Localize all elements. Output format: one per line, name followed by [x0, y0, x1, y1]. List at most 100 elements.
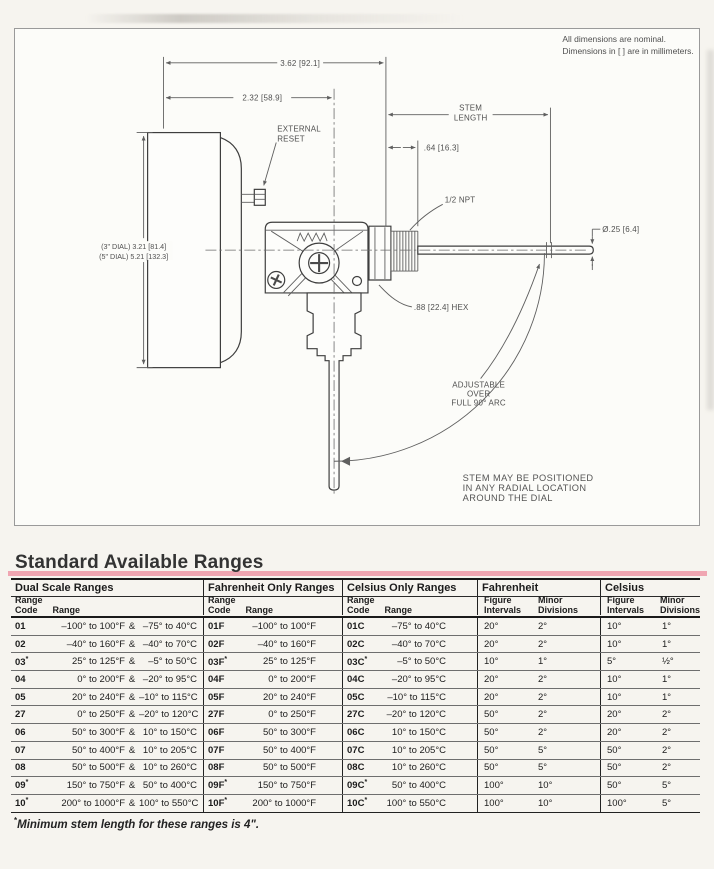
fahrenheit-intervals-cell: 20°2° — [477, 635, 600, 653]
fahrenheit-range: 200° to 1000°F — [252, 797, 316, 809]
technical-drawing: (3" DIAL) 3.21 [81.4] (5" DIAL) 5.21 [13… — [14, 28, 700, 526]
scan-smudge-top — [85, 14, 465, 23]
fahrenheit-range-code: 07F — [208, 744, 225, 756]
dual-range-celsius: –40° to 70°C — [142, 638, 197, 650]
footnote-asterisk: * — [14, 816, 18, 825]
stem-length-label-2: LENGTH — [454, 114, 488, 123]
dual-range-ampersand: & — [128, 797, 136, 809]
dual-range-fahrenheit: 0° to 250°F — [77, 709, 125, 721]
fahrenheit-intervals-cell: 20°2° — [477, 618, 600, 635]
celsius-minor-division: 2° — [662, 744, 672, 756]
fahrenheit-figure-interval: 100° — [484, 797, 504, 809]
dual-range-ampersand: & — [128, 726, 136, 738]
group-header-dual-scale: Dual Scale Ranges — [15, 582, 114, 594]
celsius-range-code: 10C* — [347, 797, 368, 810]
fahrenheit-range-code: 27F — [208, 709, 225, 721]
dual-range-fahrenheit: –100° to 100°F — [61, 620, 125, 632]
thread-length-dimension: .64 [16.3] — [388, 140, 459, 227]
dual-range-celsius: 100° to 550°C — [139, 797, 199, 809]
subheader-range: Range — [52, 604, 81, 615]
fahrenheit-range-code: 04F — [208, 673, 225, 685]
dual-range-celsius: –75° to 40°C — [142, 620, 197, 632]
dual-range-celsius: –5° to 50°C — [148, 656, 197, 668]
stem-length-dimension: STEM LENGTH — [388, 104, 551, 244]
dual-range-code: 05 — [15, 691, 26, 703]
celsius-range: 10° to 260°C — [391, 762, 446, 774]
thermometer-drawing: (3" DIAL) 3.21 [81.4] (5" DIAL) 5.21 [13… — [94, 34, 694, 503]
celsius-only-cell: 27C–20° to 120°C — [342, 706, 477, 724]
celsius-range: –5° to 50°C — [397, 656, 446, 668]
celsius-minor-division: 1° — [662, 691, 672, 703]
npt-label: 1/2 NPT — [445, 195, 476, 204]
hex-callout: .88 [22.4] HEX — [378, 284, 469, 312]
celsius-minor-division: 1° — [662, 620, 672, 632]
adjustable-label-3: FULL 90° ARC — [451, 398, 506, 407]
dual-range-ampersand: & — [128, 780, 136, 792]
celsius-range: 10° to 205°C — [391, 744, 446, 756]
celsius-figure-interval: 20° — [607, 709, 622, 721]
dual-range-ampersand: & — [128, 620, 136, 632]
dual-scale-cell: 02–40° to 160°F&–40° to 70°C — [11, 636, 203, 653]
group-header-celsius-only: Celsius Only Ranges — [342, 580, 477, 596]
celsius-minor-division: 1° — [662, 673, 672, 685]
fahrenheit-intervals-cell: 50°2° — [477, 706, 600, 724]
fahrenheit-minor-division: 10° — [538, 780, 553, 792]
celsius-only-cell: 10C*100° to 550°C — [342, 794, 477, 812]
dual-range-ampersand: & — [128, 762, 136, 774]
celsius-figure-interval: 100° — [607, 797, 627, 809]
fahrenheit-minor-division: 2° — [538, 726, 548, 738]
dual-range-ampersand: & — [128, 638, 136, 650]
fahrenheit-only-cell: 01F–100° to 100°F — [203, 618, 342, 635]
subheader-figure-intervals: Figure — [484, 595, 512, 605]
fahrenheit-minor-division: 2° — [538, 709, 548, 721]
fahrenheit-range-code: 06F — [208, 726, 225, 738]
celsius-range-code: 05C — [347, 691, 365, 703]
celsius-intervals-cell: 100°5° — [600, 794, 700, 812]
table-footnote: *Minimum stem length for these ranges is… — [14, 816, 260, 831]
fahrenheit-only-cell: 03F*25° to 125°F — [203, 653, 342, 671]
stem-vertical — [306, 292, 362, 491]
celsius-only-cell: 04C–20° to 95°C — [342, 671, 477, 688]
fahrenheit-figure-interval: 100° — [484, 780, 504, 792]
celsius-only-cell: 03C*–5° to 50°C — [342, 653, 477, 671]
dial-dim-label-1: (3" DIAL) 3.21 [81.4] — [101, 243, 166, 251]
group-header-fahrenheit-only: Fahrenheit Only Ranges — [203, 580, 342, 596]
celsius-figure-interval: 10° — [607, 691, 622, 703]
dimensions-note-line-1: All dimensions are nominal. — [562, 34, 666, 44]
fahrenheit-only-cell: 02F–40° to 160°F — [203, 635, 342, 653]
dual-range-celsius: 10° to 205°C — [142, 744, 197, 756]
celsius-intervals-cell: 50°2° — [600, 741, 700, 759]
celsius-range: –75° to 40°C — [391, 620, 446, 632]
dual-range-celsius: –20° to 95°C — [142, 673, 197, 685]
fahrenheit-minor-division: 1° — [538, 656, 548, 668]
adjustment-housing — [264, 221, 369, 297]
celsius-range: 50° to 400°C — [391, 780, 446, 792]
celsius-minor-division: 1° — [662, 638, 672, 650]
dual-range-celsius: 10° to 150°C — [142, 726, 197, 738]
fahrenheit-range-code: 01F — [208, 620, 225, 632]
celsius-range-code: 08C — [347, 762, 365, 774]
fahrenheit-figure-interval: 50° — [484, 726, 499, 738]
celsius-range: –10° to 115°C — [387, 691, 446, 703]
subheader-minor-divisions: Minor — [538, 595, 563, 605]
dimensions-note-line-2: Dimensions in [ ] are in millimeters. — [562, 46, 693, 56]
dual-range-fahrenheit: –40° to 160°F — [66, 638, 125, 650]
dial-height-dimension: (3" DIAL) 3.21 [81.4] (5" DIAL) 5.21 [13… — [94, 132, 173, 369]
fahrenheit-range: 25° to 125°F — [262, 656, 316, 668]
celsius-intervals-cell: 10°1° — [600, 635, 700, 653]
stem-position-note: STEM MAY BE POSITIONED IN ANY RADIAL LOC… — [463, 473, 593, 503]
stem-diameter-dimension: Ø.25 [6.4] — [590, 225, 639, 271]
fahrenheit-range: 150° to 750°F — [257, 780, 316, 792]
dual-range-code: 01 — [15, 620, 26, 632]
